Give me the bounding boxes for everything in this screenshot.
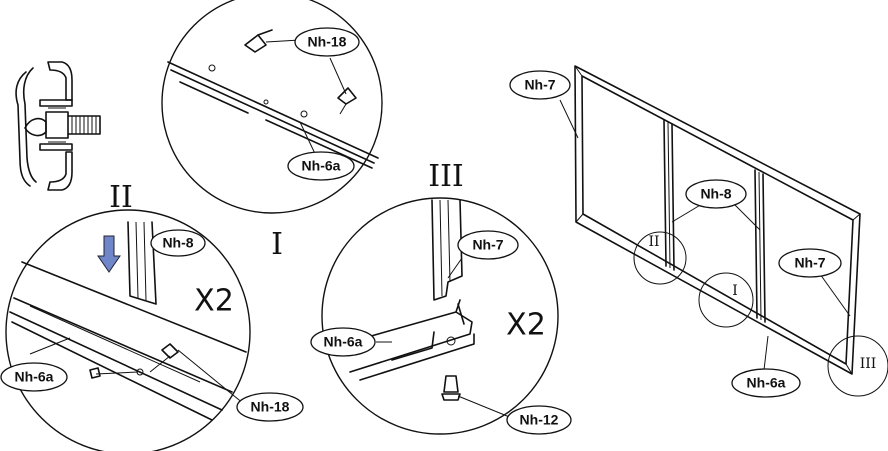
detail-III-qty: X2	[506, 308, 546, 343]
detail-I: Nh-18 Nh-6a I	[161, 0, 383, 262]
callout-text: Nh-6a	[15, 369, 54, 385]
detail-II-qty: X2	[194, 284, 234, 319]
detail-II: II Nh-8 X2 Nh-6a Nh-18	[0, 180, 304, 451]
frame-marker-I-circle	[698, 272, 754, 328]
detail-II-title: II	[109, 180, 133, 215]
callout-III-Nh7: Nh-7	[457, 230, 519, 260]
callout-III-Nh12: Nh-12	[506, 405, 572, 435]
callout-II-Nh18: Nh-18	[236, 392, 304, 422]
detail-III: III Nh-7 X2 Nh-6a Nh-12	[310, 159, 572, 435]
frame-marker-II-circle	[633, 231, 687, 285]
profile-cross-section	[15, 61, 101, 191]
callout-II-Nh8: Nh-8	[150, 229, 206, 257]
callout-text: Nh-8	[162, 235, 193, 251]
frame-assembly: II I III Nh-7 Nh-8 Nh-7 Nh-6a	[509, 65, 888, 398]
frame-marker-I: I	[732, 283, 738, 299]
frame-marker-III-circle	[827, 335, 888, 397]
callout-text: Nh-6a	[747, 375, 786, 391]
callout-I-Nh6a: Nh-6a	[287, 151, 355, 181]
frame-marker-III: III	[860, 356, 877, 372]
detail-III-title: III	[428, 159, 464, 194]
callout-frame-Nh7-right: Nh-7	[778, 248, 842, 278]
callout-frame-Nh8: Nh-8	[685, 179, 747, 209]
callout-text: Nh-6a	[302, 158, 341, 174]
callout-text: Nh-18	[308, 34, 347, 50]
callout-text: Nh-8	[700, 186, 731, 202]
callout-text: Nh-18	[251, 399, 290, 415]
detail-II-circle	[5, 209, 251, 451]
down-arrow-icon	[97, 235, 121, 273]
callout-text: Nh-7	[472, 237, 503, 253]
callout-text: Nh-6a	[324, 334, 363, 350]
frame-marker-II: II	[648, 234, 659, 250]
callout-frame-Nh6a: Nh-6a	[731, 368, 801, 398]
callout-I-Nh18: Nh-18	[294, 27, 360, 57]
callout-II-Nh6a: Nh-6a	[0, 362, 68, 392]
callout-text: Nh-7	[524, 77, 555, 93]
detail-I-title: I	[271, 227, 283, 262]
callout-text: Nh-7	[794, 255, 825, 271]
callout-frame-Nh7-left: Nh-7	[509, 70, 571, 100]
callout-III-Nh6a: Nh-6a	[310, 327, 376, 357]
callout-text: Nh-12	[520, 412, 559, 428]
